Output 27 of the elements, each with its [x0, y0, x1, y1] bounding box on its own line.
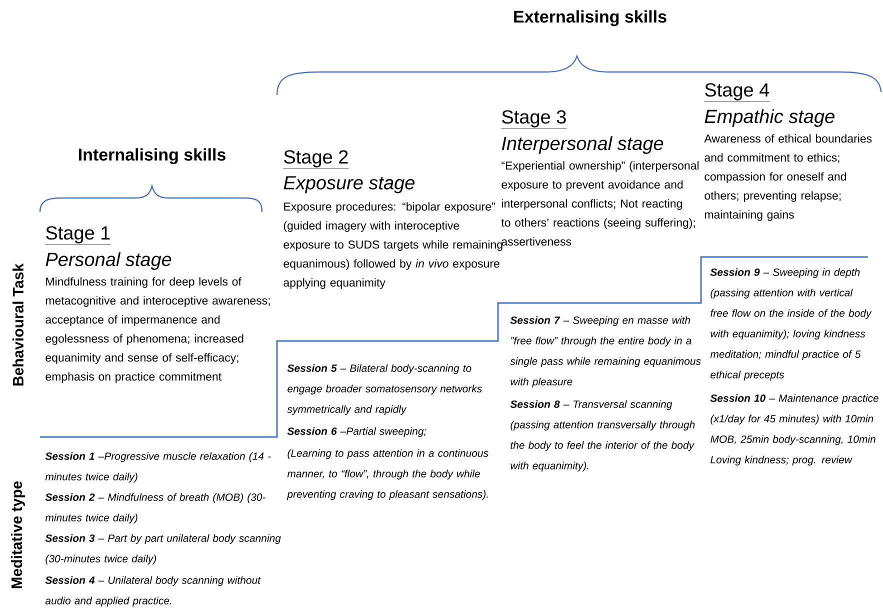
- stage-description: Awareness of ethical boundaries and commitment to ethics; compassion for oneself and others; preventing relapse; maintaining gains: [704, 134, 872, 221]
- stage-description: “Experiential ownership” (interpersonal exposure to prevent avoidance and interpersonal conflicts; Not reacting to others’ reactions (seeing suffering); assertiveness: [501, 161, 699, 246]
- session-text: Session 6 –Partial sweeping;: [287, 427, 426, 437]
- stage-number: Stage 1: [45, 226, 111, 245]
- row-label: Behavioural Task: [12, 263, 24, 386]
- session-text: Session 2 – Mindfulness of breath (MOB) (30-minutes twice daily): [45, 493, 266, 524]
- session-text: (Learning to pass attention in a continuous manner, to “flow”, through the body while preventing craving to pleasant sensations).: [286, 449, 488, 500]
- stage-number: Stage 4: [704, 83, 770, 102]
- session-text: Session 8 – Transversal scanning (passing attention transversally through the body to feel the interior of the body with equanimity).: [510, 400, 695, 472]
- session-text: Session 9 – Sweeping in depth (passing attention with vertical free flow on the inside of the body with equanimity); loving kindness meditation; mindful practice of 5 ethical precepts: [710, 268, 872, 380]
- stage-name: Interpersonal stage: [502, 136, 664, 154]
- session-text: Session 5 – Bilateral body-scanning to engage broader somatosensory networks symmetrically and rapidly: [287, 364, 482, 415]
- stage-name: Exposure stage: [284, 176, 414, 194]
- stage-description: Exposure procedures: “bipolar exposure” (guided imagery with interoceptive exposure to SUDS targets while remaining equanimous) followed by in vivo exposure applying equanimity: [284, 202, 502, 289]
- session-text: Session 4 – Unilateral body scanning without audio and applied practice.: [45, 576, 261, 606]
- skill-heading: Internalising skills: [79, 148, 226, 164]
- stage-name: Personal stage: [46, 252, 172, 270]
- skill-heading: Externalising skills: [514, 10, 666, 26]
- stage-description: Mindfulness training for deep levels of metacognitive and interoceptive awareness; acceptance of impermanence and egolessness of phenomena; increased equanimity and sense of self-efficacy; emphasis on practice commitment: [46, 277, 270, 383]
- session-text: Session 10 – Maintenance practice (x1/day for 45 minutes) with 10min MOB, 25min body-scanning, 10min Loving kindness; prog. review: [710, 394, 878, 466]
- row-label: Meditative type: [11, 481, 25, 588]
- session-text: Session 7 – Sweeping en masse with ”free flow” through the entire body in a single pass while remaining equanimous with pleasure: [510, 316, 701, 388]
- stage-number: Stage 3: [501, 110, 567, 129]
- stage-number: Stage 2: [283, 150, 349, 169]
- session-text: Session 3 – Part by part unilateral body scanning (30-minutes twice daily): [45, 534, 281, 564]
- session-text: Session 1 –Progressive muscle relaxation (14 -minutes twice daily): [45, 452, 271, 482]
- stage-name: Empathic stage: [704, 109, 834, 127]
